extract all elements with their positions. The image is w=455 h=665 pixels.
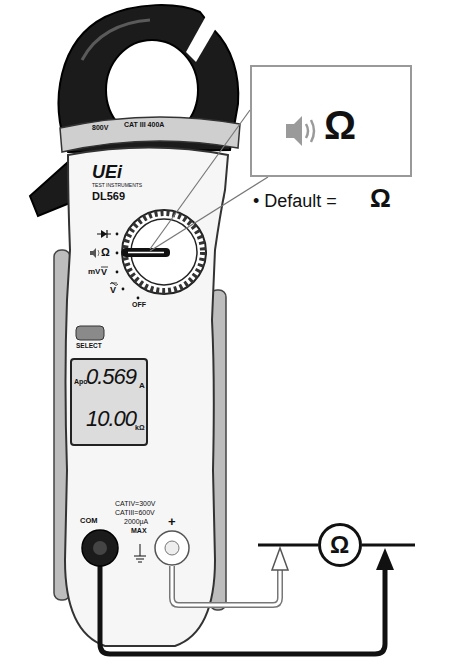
fuse-rating: 2000µA <box>124 518 148 525</box>
leader-lines <box>150 177 268 251</box>
circuit-wire <box>258 544 318 547</box>
rotary-dial <box>122 210 206 294</box>
meter-body <box>54 148 228 647</box>
lcd-screen: Apo0.569A 10.00kΩ <box>70 358 148 446</box>
beeper-icon <box>90 248 99 258</box>
input-jacks <box>165 541 179 555</box>
leader-lines <box>150 110 250 249</box>
beeper-icon <box>90 248 96 258</box>
meter-body <box>65 148 228 647</box>
default-note: • Default = <box>253 192 337 210</box>
dial-label: mV <box>88 268 100 276</box>
fuse-symbol <box>136 559 144 560</box>
resistor-symbol: Ω <box>318 523 362 567</box>
button-label: SELECT <box>76 343 102 350</box>
brand-subtitle: TEST INSTRUMENTS <box>92 183 142 188</box>
fuse-symbol <box>138 562 142 563</box>
dial-label: OFF <box>132 301 146 308</box>
test-leads <box>100 566 385 654</box>
default-symbol: Ω <box>370 185 391 211</box>
brand-logo: UEi <box>92 163 122 181</box>
circuit-wire <box>362 544 415 547</box>
input-jacks <box>82 530 189 566</box>
dc-ac-marks <box>101 267 118 286</box>
fuse-symbol <box>140 544 141 556</box>
rotary-dial <box>137 297 140 300</box>
rating-text: 800V <box>92 124 108 131</box>
test-leads <box>272 548 288 570</box>
rotary-dial <box>122 288 125 291</box>
resistance-symbol: Ω <box>330 533 349 557</box>
fuse-symbol <box>134 544 146 562</box>
model-name: DL569 <box>92 191 125 202</box>
lcd-unit: A <box>139 382 145 390</box>
beeper-icon-large <box>286 116 314 146</box>
beeper-icon-large <box>286 116 302 146</box>
test-leads <box>172 566 280 605</box>
clamp-jaw <box>186 16 216 62</box>
rating-text: CAT III 400A <box>124 121 164 128</box>
dial-label: V <box>110 286 116 295</box>
test-leads <box>376 548 394 570</box>
safety-rating: CATIV=300V <box>115 500 156 507</box>
rotary-dial <box>128 252 164 254</box>
callout-box: Ω <box>250 65 412 177</box>
fuse-symbol <box>134 556 146 557</box>
fuse-rating: MAX <box>131 527 147 534</box>
lcd-indicator: Apo <box>74 378 88 385</box>
lcd-reading: 10.00 <box>86 408 136 430</box>
dial-label: Ω <box>101 247 110 258</box>
beeper-icon-large <box>311 120 314 142</box>
diode-symbol <box>97 230 111 238</box>
rotary-dial <box>116 210 206 299</box>
safety-rating: CATIII=600V <box>115 509 155 516</box>
clamp-jaw <box>30 162 72 216</box>
rotary-dial <box>116 252 119 255</box>
input-jacks <box>93 541 107 555</box>
jack-label: + <box>168 515 176 528</box>
rotary-dial <box>116 271 119 274</box>
select-button <box>76 326 104 340</box>
lcd-unit: kΩ <box>135 424 145 431</box>
diode-symbol <box>106 230 107 238</box>
select-button <box>76 326 104 340</box>
beeper-icon-large <box>306 124 308 138</box>
rotary-dial <box>116 233 119 236</box>
resistance-symbol: Ω <box>324 105 356 145</box>
beeper-icon <box>98 250 99 256</box>
test-leads <box>172 566 280 605</box>
input-jacks <box>155 531 189 565</box>
jack-label: COM <box>80 517 98 525</box>
lcd-reading: 0.569 <box>86 366 136 388</box>
dial-label: V <box>101 268 107 277</box>
input-jacks <box>82 530 118 566</box>
diode-symbol <box>101 230 107 238</box>
rotary-dial <box>122 248 170 257</box>
